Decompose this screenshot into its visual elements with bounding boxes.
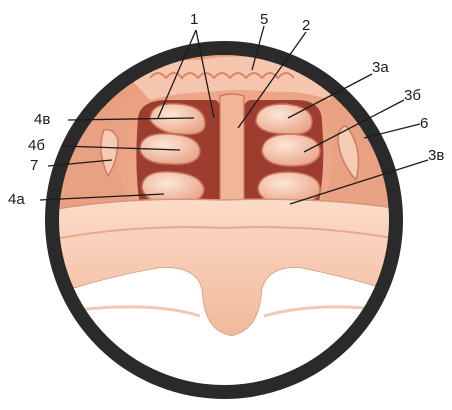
label-5: 5 xyxy=(260,11,268,28)
label-7: 7 xyxy=(30,157,38,174)
right-middle-concha xyxy=(262,134,320,166)
label-3v: 3в xyxy=(428,147,444,164)
label-4v: 4в xyxy=(34,111,50,128)
nasal-septum xyxy=(220,94,244,210)
label-3a: 3а xyxy=(372,59,389,76)
label-1: 1 xyxy=(190,11,198,28)
label-4b: 4б xyxy=(28,137,45,154)
label-2: 2 xyxy=(302,17,310,34)
label-4a: 4а xyxy=(8,191,25,208)
left-choana xyxy=(136,100,220,206)
right-superior-concha xyxy=(256,104,312,134)
label-3b: 3б xyxy=(404,87,421,104)
right-choana xyxy=(244,100,323,206)
label-6: 6 xyxy=(420,115,428,132)
